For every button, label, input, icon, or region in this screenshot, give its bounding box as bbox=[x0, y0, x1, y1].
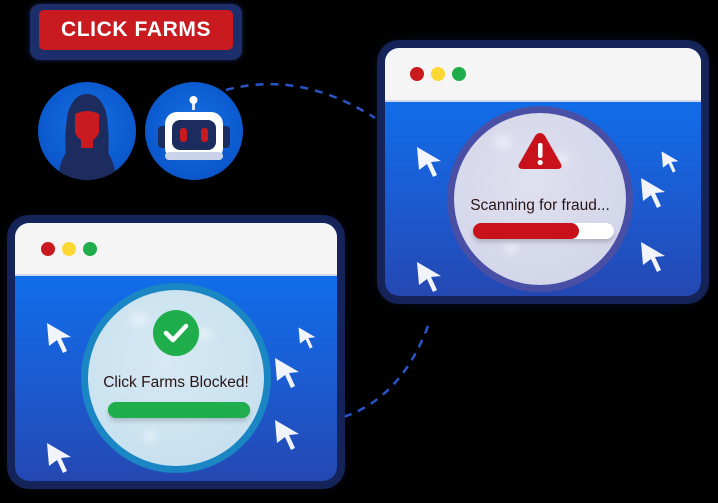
scan-progress-fill bbox=[473, 223, 579, 239]
scan-progress-bar bbox=[473, 223, 614, 239]
blocked-status-text: Click Farms Blocked! bbox=[103, 374, 249, 391]
hacker-avatar bbox=[38, 82, 136, 180]
blocked-progress-fill bbox=[108, 402, 250, 418]
hacker-icon bbox=[58, 94, 116, 180]
cursor-icon bbox=[417, 147, 441, 177]
cursor-icon bbox=[641, 242, 665, 272]
scan-status-text: Scanning for fraud... bbox=[470, 197, 610, 214]
close-dot[interactable] bbox=[41, 242, 55, 256]
maximize-dot[interactable] bbox=[452, 67, 466, 81]
blocked-progress-bar bbox=[108, 402, 250, 418]
connector-scan-to-blocked bbox=[339, 325, 430, 420]
minimize-dot[interactable] bbox=[431, 67, 445, 81]
cursor-icon bbox=[298, 327, 316, 349]
scan-lens: Scanning for fraud... bbox=[447, 106, 633, 292]
robot-icon bbox=[158, 96, 230, 160]
cursor-icon bbox=[275, 420, 299, 450]
blocked-lens: Click Farms Blocked! bbox=[81, 283, 271, 473]
cursor-icon bbox=[661, 151, 679, 173]
window-titlebar bbox=[15, 223, 337, 276]
cursor-icon bbox=[417, 262, 441, 292]
cursor-icon bbox=[641, 178, 665, 208]
window-titlebar bbox=[385, 48, 701, 102]
cursor-icon bbox=[275, 358, 299, 388]
warning-triangle-icon bbox=[518, 133, 562, 169]
connector-bot-to-scan bbox=[225, 82, 376, 120]
click-farms-badge: CLICK FARMS bbox=[39, 10, 233, 50]
scan-browser-window: Scanning for fraud... bbox=[385, 48, 701, 296]
close-dot[interactable] bbox=[410, 67, 424, 81]
robot-avatar bbox=[145, 82, 243, 180]
cursor-icon bbox=[47, 323, 71, 353]
badge-label: CLICK FARMS bbox=[60, 18, 212, 41]
minimize-dot[interactable] bbox=[62, 242, 76, 256]
maximize-dot[interactable] bbox=[83, 242, 97, 256]
blocked-browser-window: Click Farms Blocked! bbox=[15, 223, 337, 481]
check-circle-icon bbox=[153, 310, 199, 356]
cursor-icon bbox=[47, 443, 71, 473]
